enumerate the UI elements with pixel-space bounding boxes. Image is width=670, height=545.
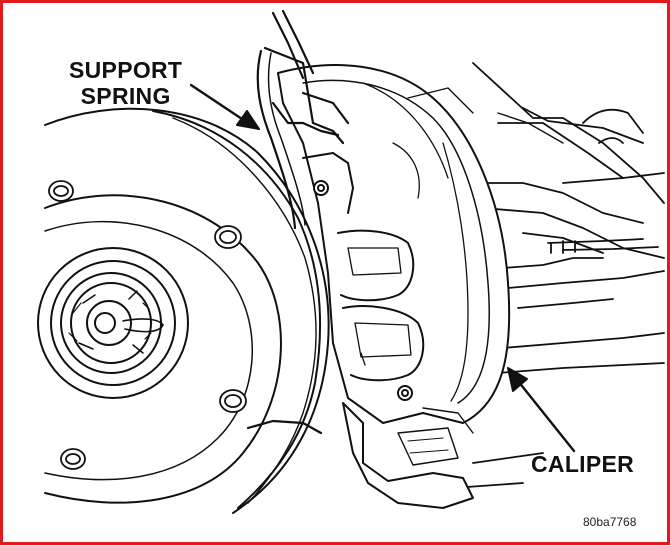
suspension-components [452,62,665,489]
support-spring-pointer [189,83,260,130]
brake-caliper-illustration [37,9,665,514]
support-spring [246,9,350,435]
figure-code: 80ba7768 [583,515,637,529]
wheel-stud [214,225,242,249]
caliper-label: CALIPER [531,451,635,477]
wheel-stud [219,389,247,413]
caliper-pointer [507,367,576,453]
support-spring-label: SUPPORT SPRING [69,59,182,108]
wheel-stud [60,448,86,470]
wheel-stud [48,180,74,202]
caliper-body [277,64,564,424]
wheel-studs [48,180,247,470]
support-spring-label-line2: SPRING [80,83,171,109]
brake-rotor [44,107,330,514]
caliper-bracket [342,402,474,509]
wheel-hub [37,247,189,399]
support-spring-label-line1: SUPPORT [69,57,183,83]
